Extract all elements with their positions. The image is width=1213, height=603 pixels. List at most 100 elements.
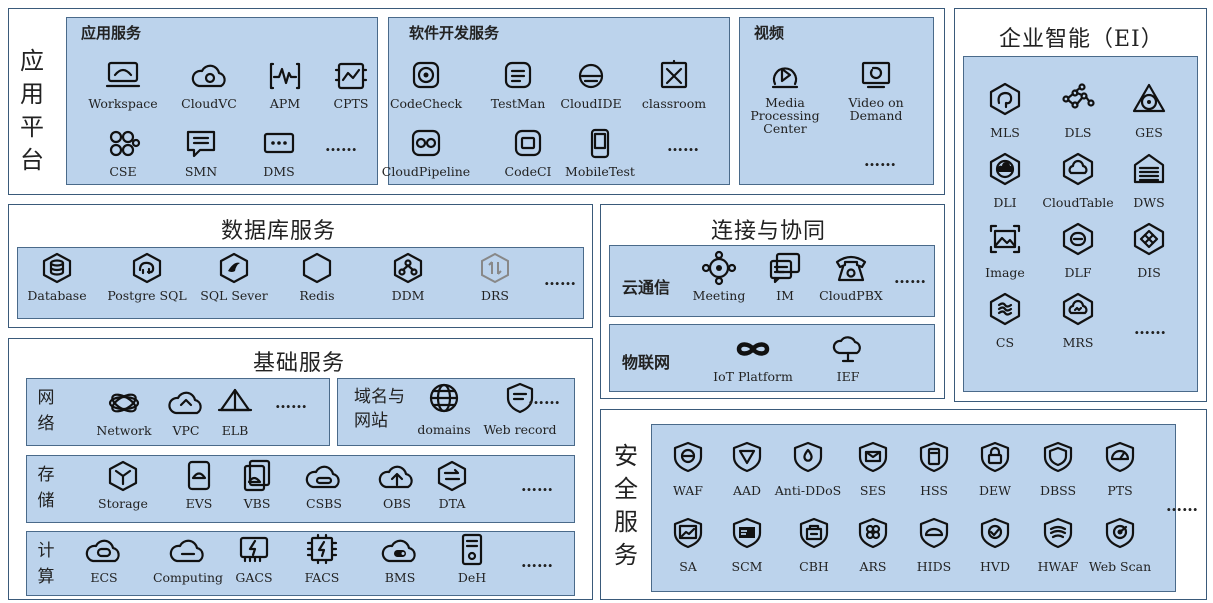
service-meeting[interactable]: Meeting: [674, 250, 764, 303]
network-more: ……: [275, 393, 307, 412]
service-postgresql[interactable]: Postgre SQL: [102, 252, 192, 303]
service-cloudtable[interactable]: CloudTable: [1033, 152, 1123, 210]
service-cloudvc[interactable]: CloudVC: [164, 60, 254, 111]
database-panel: Database Postgre SQL SQL Sever Redis DDM…: [17, 247, 584, 319]
window-badge-icon: [514, 129, 542, 157]
video-panel: 视频 Media Processing Center Video on Dema…: [739, 17, 934, 185]
service-aad[interactable]: AAD: [702, 441, 792, 498]
service-facs[interactable]: FACS: [277, 533, 367, 585]
service-database[interactable]: Database: [12, 252, 102, 303]
security-label: 安全 服务: [614, 442, 638, 569]
hexagons-icon: [109, 130, 141, 157]
service-dis[interactable]: DIS: [1104, 222, 1194, 280]
service-smn[interactable]: SMN: [156, 128, 246, 179]
service-storage[interactable]: Storage: [78, 460, 168, 511]
domain-more: ……: [528, 389, 560, 408]
service-hids[interactable]: HIDS: [889, 517, 979, 574]
service-anti-ddos[interactable]: Anti-DDoS: [763, 441, 853, 498]
security-more: ……: [1166, 496, 1198, 515]
service-ges[interactable]: GES: [1104, 83, 1194, 140]
service-dls[interactable]: DLS: [1033, 83, 1123, 140]
service-redis[interactable]: Redis: [272, 252, 362, 303]
service-ief[interactable]: IEF: [803, 333, 893, 384]
cloud-badge-icon: [989, 152, 1021, 186]
service-ses[interactable]: SES: [828, 441, 918, 498]
service-hvd[interactable]: HVD: [950, 517, 1040, 574]
transfer-icon: [437, 460, 467, 492]
video-title: 视频: [754, 24, 785, 42]
edge-cloud-icon: [832, 336, 861, 363]
service-iot-platform[interactable]: IoT Platform: [708, 333, 798, 384]
infinity-badge-icon: [411, 129, 441, 157]
service-apm[interactable]: APM: [240, 60, 330, 111]
service-web-scan[interactable]: Web Scan: [1075, 517, 1165, 574]
service-dms[interactable]: DMS: [234, 128, 324, 179]
service-dta[interactable]: DTA: [407, 460, 497, 511]
service-ecs[interactable]: ECS: [59, 534, 149, 585]
service-im[interactable]: IM: [740, 252, 830, 303]
service-dew[interactable]: DEW: [950, 441, 1040, 498]
service-vod[interactable]: Video on Demand: [831, 60, 921, 122]
service-testman[interactable]: TestMan: [473, 60, 563, 111]
service-image[interactable]: Image: [960, 223, 1050, 280]
service-hss[interactable]: HSS: [889, 441, 979, 498]
service-hwaf[interactable]: HWAF: [1013, 517, 1103, 574]
shield-db-icon: [1043, 441, 1073, 473]
service-computing[interactable]: Computing: [143, 534, 233, 585]
service-dws[interactable]: DWS: [1104, 153, 1194, 210]
service-web-record[interactable]: Web record: [475, 382, 565, 437]
service-sa[interactable]: SA: [643, 517, 733, 574]
cloud-server-icon: [85, 539, 120, 563]
dev-services-panel: 软件开发服务 CodeCheck TestMan CloudIDE classr…: [382, 17, 730, 185]
service-bms[interactable]: BMS: [355, 534, 445, 585]
service-sqlserver[interactable]: SQL Sever: [189, 252, 279, 303]
service-codecheck[interactable]: CodeCheck: [381, 60, 471, 111]
storage-panel: 存储 Storage EVS VBS CSBS OBS DTA ……: [26, 455, 575, 523]
service-cloudpbx[interactable]: CloudPBX: [806, 252, 896, 303]
service-mrs[interactable]: MRS: [1033, 292, 1123, 350]
service-cse[interactable]: CSE: [78, 128, 168, 179]
service-cloudpipeline[interactable]: CloudPipeline: [381, 128, 471, 179]
cloud-backup-icon: [305, 465, 340, 489]
service-cbh[interactable]: CBH: [769, 517, 859, 574]
service-waf[interactable]: WAF: [643, 441, 733, 498]
service-scm[interactable]: SCM: [702, 517, 792, 574]
mobile-icon: [590, 128, 610, 159]
service-network[interactable]: Network: [79, 387, 169, 438]
service-mobiletest[interactable]: MobileTest: [555, 128, 645, 179]
service-ddm[interactable]: DDM: [363, 252, 453, 303]
service-mls[interactable]: MLS: [960, 82, 1050, 140]
service-vpc[interactable]: VPC: [141, 387, 231, 438]
service-cpts[interactable]: CPTS: [306, 60, 396, 111]
service-drs[interactable]: DRS: [450, 252, 540, 303]
service-domains[interactable]: domains: [399, 382, 489, 437]
service-elb[interactable]: ELB: [190, 387, 280, 438]
service-ars[interactable]: ARS: [828, 517, 918, 574]
service-pts[interactable]: PTS: [1075, 441, 1165, 498]
service-vbs[interactable]: VBS: [212, 459, 302, 511]
service-cloudide[interactable]: CloudIDE: [546, 60, 636, 111]
shield-chart-icon: [673, 517, 703, 549]
service-deh[interactable]: DeH: [427, 533, 517, 585]
service-dli[interactable]: DLI: [960, 152, 1050, 210]
shield-hwaf-icon: [1043, 517, 1073, 549]
service-gacs[interactable]: GACS: [209, 534, 299, 585]
service-csbs[interactable]: CSBS: [279, 460, 369, 511]
service-classroom[interactable]: classroom: [629, 59, 719, 111]
shield-bastion-icon: [799, 517, 829, 549]
service-codeci[interactable]: CodeCI: [483, 128, 573, 179]
chat-windows-icon: [769, 252, 801, 284]
shield-server-icon: [919, 441, 949, 473]
service-obs[interactable]: OBS: [352, 460, 442, 511]
service-evs[interactable]: EVS: [154, 460, 244, 511]
graph-engine-icon: [1132, 83, 1166, 113]
service-media-processing[interactable]: Media Processing Center: [740, 60, 830, 135]
service-dbss[interactable]: DBSS: [1013, 441, 1103, 498]
service-dlf[interactable]: DLF: [1033, 222, 1123, 280]
service-cs[interactable]: CS: [960, 292, 1050, 350]
service-workspace[interactable]: Workspace: [78, 60, 168, 111]
play-icon: [771, 67, 799, 89]
globe-icon: [429, 383, 459, 413]
storage-more: ……: [521, 476, 553, 495]
pulse-icon: [269, 62, 301, 90]
